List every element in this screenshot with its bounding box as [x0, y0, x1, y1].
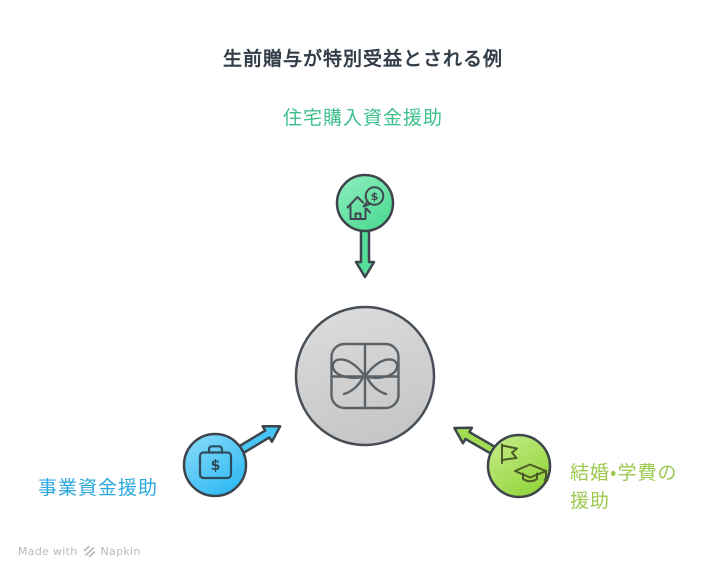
arrow-right-to-center: [453, 426, 500, 457]
label-marriage-education-support: 結婚・学費の 援助: [570, 462, 678, 512]
briefcase-money-icon: [198, 445, 233, 480]
diagram-title: 生前贈与が特別受益とされる例: [222, 48, 503, 70]
left-dollar-glyph: $: [211, 458, 221, 474]
gift-icon: [330, 342, 400, 410]
top-node-circle: [335, 173, 395, 233]
watermark-brand: Napkin: [100, 545, 141, 558]
house-money-icon: [346, 186, 385, 220]
right-node-circle: [486, 433, 552, 499]
napkin-logo-icon: [83, 545, 95, 558]
arrow-left-to-center: [235, 425, 282, 456]
watermark-prefix: Made with: [18, 545, 78, 558]
label-housing-support: 住宅購入資金援助: [282, 107, 443, 129]
wedding-graduation-icon: [501, 443, 549, 483]
label-business-support: 事業資金援助: [38, 477, 159, 499]
arrow-top-to-center: [354, 227, 376, 279]
watermark: Made with Napkin: [18, 545, 141, 558]
top-dollar-glyph: $: [371, 190, 379, 203]
left-node-circle: [182, 432, 248, 498]
